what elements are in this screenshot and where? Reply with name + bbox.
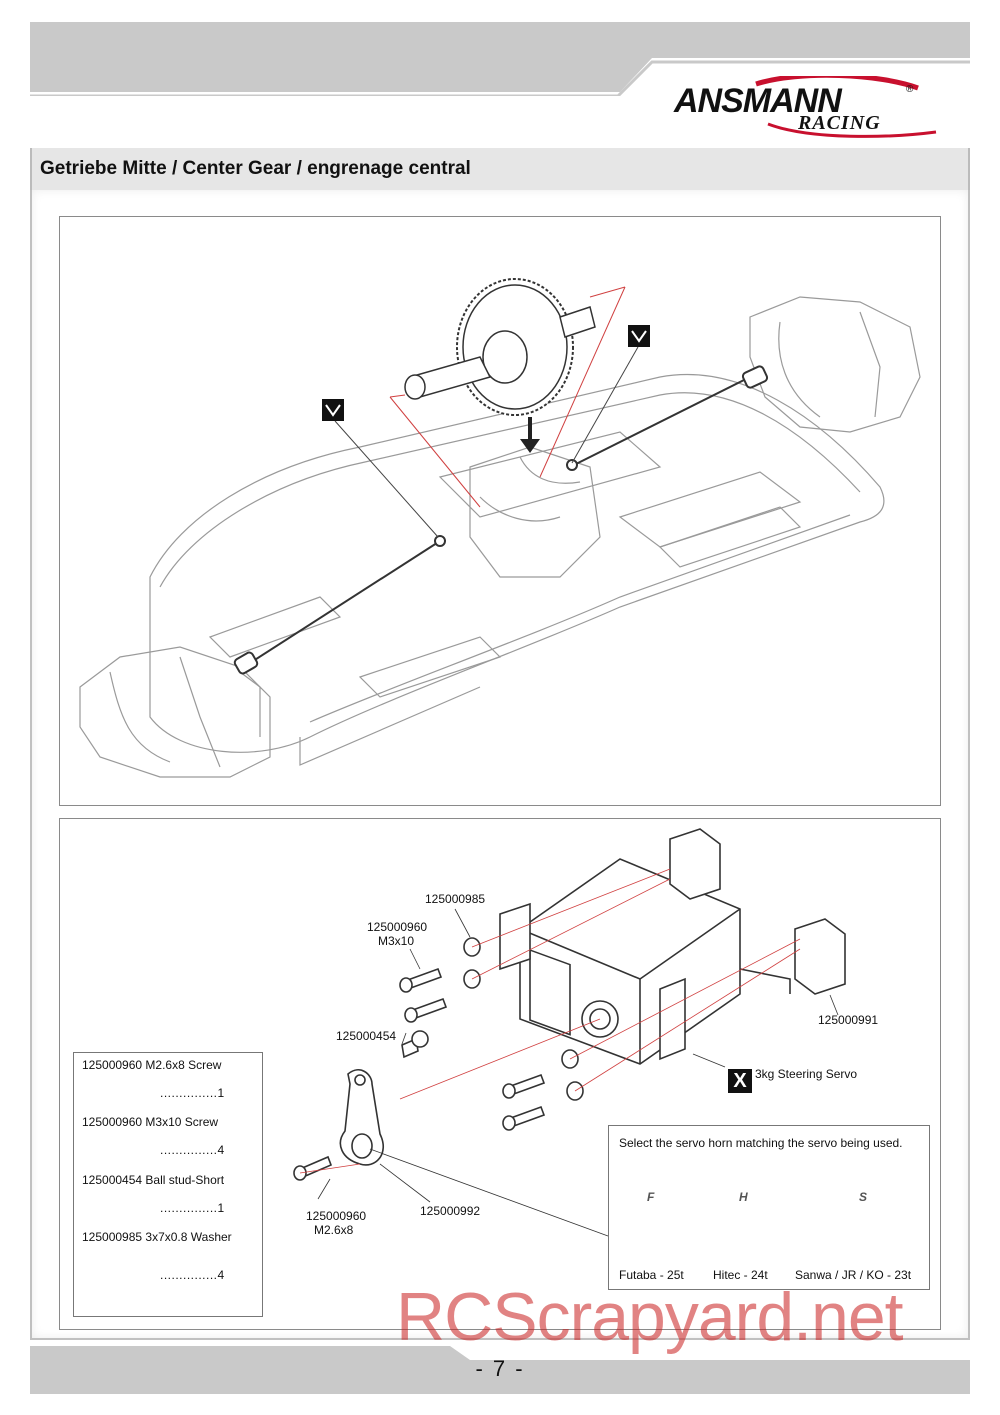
m26-screw-part-number: 125000960 (306, 1209, 367, 1223)
grease-icon (571, 325, 650, 464)
list-item: 125000960 M3x10 Screw (82, 1115, 219, 1129)
servo-label: 3kg Steering Servo (755, 1067, 858, 1081)
section-title: Getriebe Mitte / Center Gear / engrenage… (40, 158, 471, 179)
horn-caption-hitec: Hitec - 24t (713, 1268, 768, 1282)
section-title-bar: Getriebe Mitte / Center Gear / engrenage… (30, 148, 970, 190)
horn-caption-futaba: Futaba - 25t (619, 1268, 684, 1282)
spur-gear (404, 278, 596, 416)
horn-caption-sanwa: Sanwa / JR / KO - 23t (795, 1268, 912, 1282)
brand-name: ANSMANN (674, 82, 842, 120)
ball-stud-part-number: 125000454 (336, 1029, 397, 1043)
list-item: 125000454 Ball stud-Short (82, 1173, 225, 1187)
horn-letter: H (739, 1190, 748, 1204)
header-band (30, 22, 970, 96)
m3-screw-part-number: 125000960 (367, 920, 428, 934)
footer-band (30, 1346, 970, 1394)
chassis-diagram (79, 278, 921, 778)
parts-list: 125000960 M2.6x8 Screw ...............1 … (73, 1052, 263, 1317)
watermark: RCScrapyard.net (396, 1279, 904, 1355)
list-item: 125000985 3x7x0.8 Washer (82, 1230, 232, 1244)
m3-screw-size: M3x10 (378, 934, 415, 948)
horn-letter: S (859, 1190, 868, 1204)
m26-screw-size: M2.6x8 (314, 1223, 354, 1237)
list-item: 125000960 M2.6x8 Screw (82, 1058, 222, 1072)
steering-servo-panel: 125000985 125000960 M3x10 125000454 1250… (59, 818, 941, 1330)
list-item-qty: ...............1 (160, 1201, 225, 1215)
horn-letter: F (647, 1190, 655, 1204)
center-gear-diagram-panel (59, 216, 941, 806)
servo-mount-part-number: 125000991 (818, 1013, 879, 1027)
ansmann-racing-logo: ANSMANN ® RACING (660, 76, 950, 148)
list-item-qty: ...............4 (160, 1268, 225, 1282)
servo-not-included-badge: X (728, 1069, 752, 1093)
servo-horn-part-number: 125000992 (420, 1204, 481, 1218)
servo-horn-selector: Select the servo horn matching the servo… (608, 1125, 930, 1290)
page-number: - 7 - (475, 1356, 525, 1381)
list-item-qty: ...............4 (160, 1143, 225, 1157)
logo-swoosh (755, 76, 937, 138)
brand-subtitle: RACING (798, 112, 881, 134)
horn-selector-title: Select the servo horn matching the servo… (619, 1136, 903, 1150)
list-item-qty: ...............1 (160, 1086, 225, 1100)
registered-mark: ® (906, 84, 914, 95)
grease-icon (322, 399, 439, 538)
washer-part-number: 125000985 (425, 892, 486, 906)
